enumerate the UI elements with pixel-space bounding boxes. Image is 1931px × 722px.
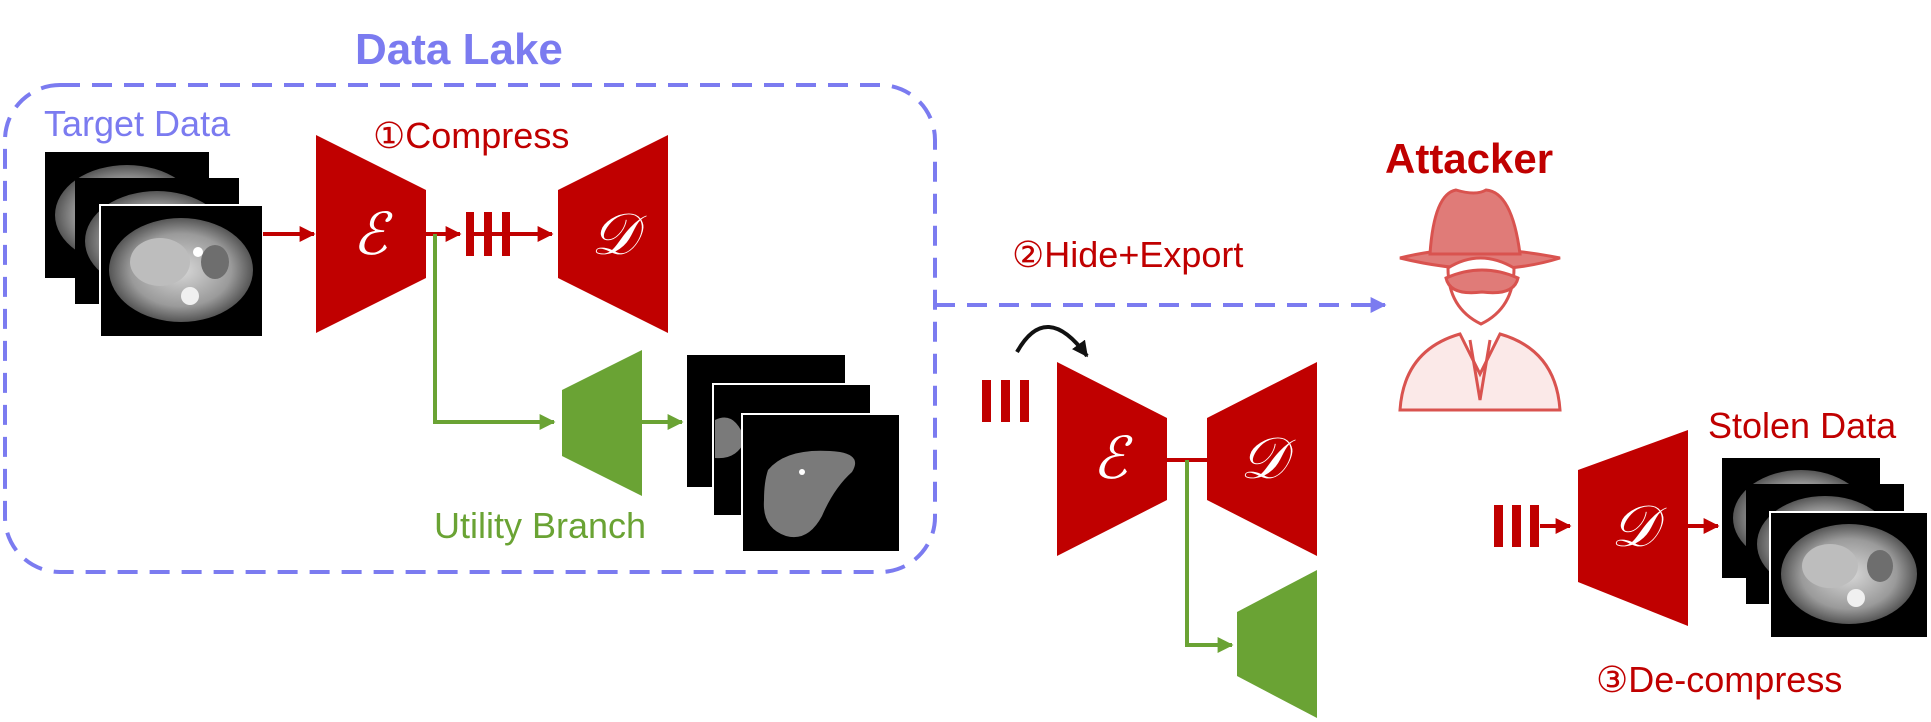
ct-scan-icon [99,204,264,338]
attacker-decoder-block: 𝒟 [1578,430,1688,626]
target-data-label: Target Data [44,103,231,144]
encoder-symbol: ℰ [1092,424,1133,492]
code-bars-icon [1494,505,1539,547]
hidden-encoder-block: ℰ [1057,362,1167,556]
target-data-ct-stack [45,152,264,338]
utility-head-block [1237,570,1317,718]
stolen-data-label: Stolen Data [1708,405,1897,446]
utility-branch-connector [433,234,556,430]
decoder-block: 𝒟 [558,135,668,333]
decompress-step-label: ③De-compress [1596,659,1843,700]
utility-head-block [562,350,642,496]
utility-branch-connector [1185,460,1234,653]
segmentation-mask-stack [687,355,901,553]
liver-mask-icon [741,413,901,553]
data-lake-title: Data Lake [355,25,563,74]
utility-branch-label: Utility Branch [434,505,647,546]
stolen-data-ct-stack [1722,458,1929,639]
hidden-decoder-block: 𝒟 [1207,362,1317,556]
encoder-block: ℰ [316,135,426,333]
code-bars-icon [466,212,518,256]
hide-export-step-label: ②Hide+Export [1012,234,1244,275]
encoder-symbol: ℰ [352,200,393,268]
compress-step-label: ①Compress [373,115,570,156]
ct-scan-icon [1769,511,1929,639]
code-bars-icon [982,380,1029,422]
attacker-label: Attacker [1385,135,1554,182]
spy-icon [1398,188,1562,412]
data-lake-boundary [3,83,937,574]
curved-arrow-icon [1015,325,1089,358]
